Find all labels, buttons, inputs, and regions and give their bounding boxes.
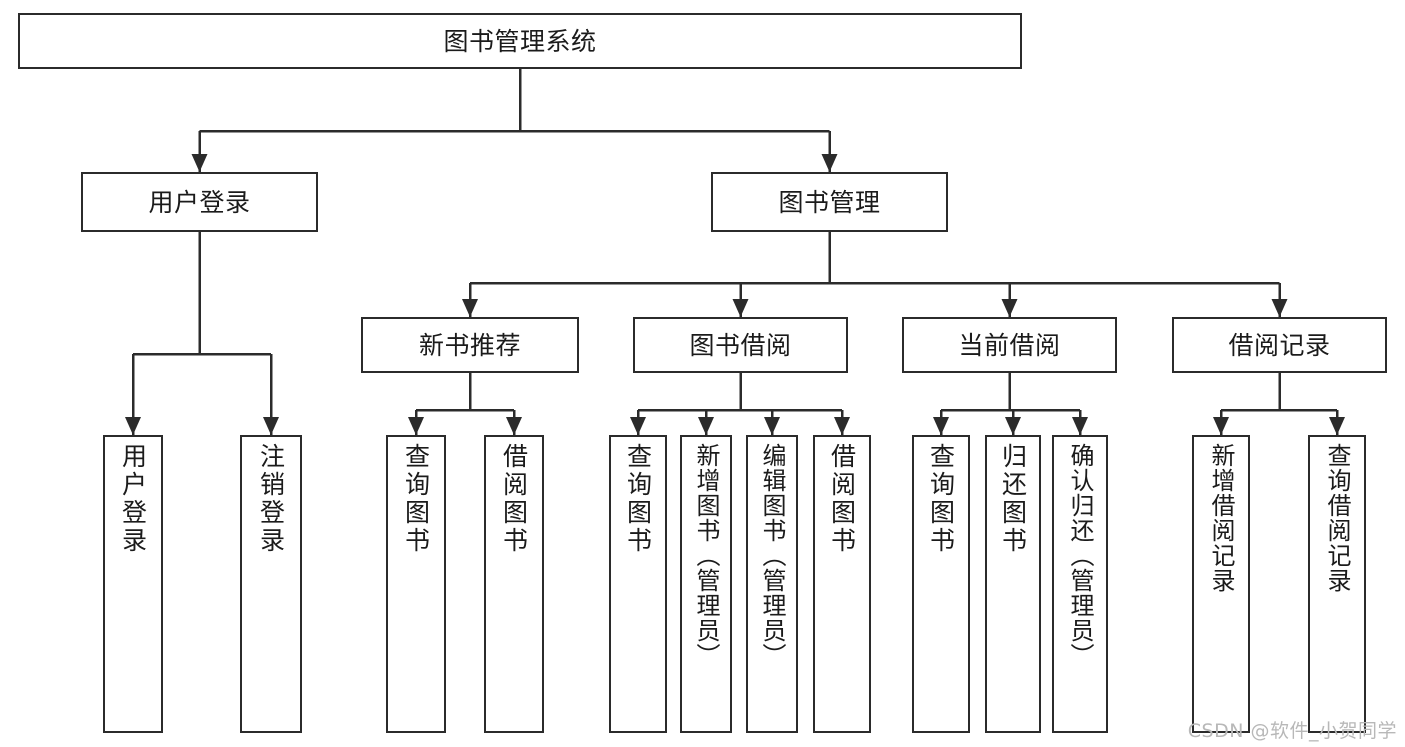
node-label: 归还图书	[998, 443, 1028, 555]
node-label: 用户登录	[118, 443, 148, 555]
leaf-user-logout[interactable]: 注销登录	[240, 435, 302, 733]
node-label: 查询图书	[401, 443, 431, 555]
leaf-borrow-lend-book[interactable]: 借阅图书	[813, 435, 871, 733]
node-label: 确认归还（管理员）	[1066, 443, 1094, 668]
leaf-current-query-book[interactable]: 查询图书	[912, 435, 970, 733]
leaf-query-borrow-record[interactable]: 查询借阅记录	[1308, 435, 1366, 733]
leaf-borrow-query-book[interactable]: 查询图书	[609, 435, 667, 733]
leaf-recommend-query-book[interactable]: 查询图书	[386, 435, 446, 733]
node-book-borrow[interactable]: 图书借阅	[633, 317, 848, 373]
node-label: 新增借阅记录	[1207, 443, 1235, 593]
node-borrow-record[interactable]: 借阅记录	[1172, 317, 1387, 373]
node-label: 注销登录	[256, 443, 286, 555]
leaf-borrow-add-book-admin[interactable]: 新增图书（管理员）	[680, 435, 732, 733]
leaf-recommend-borrow-book[interactable]: 借阅图书	[484, 435, 544, 733]
node-label: 查询借阅记录	[1323, 443, 1351, 593]
node-current-borrow[interactable]: 当前借阅	[902, 317, 1117, 373]
leaf-user-login[interactable]: 用户登录	[103, 435, 163, 733]
node-label: 用户登录	[148, 187, 251, 217]
node-label: 图书管理系统	[443, 26, 597, 56]
node-label: 借阅记录	[1228, 330, 1331, 360]
leaf-current-return-book[interactable]: 归还图书	[985, 435, 1041, 733]
node-label: 当前借阅	[958, 330, 1061, 360]
node-root-book-management-system[interactable]: 图书管理系统	[18, 13, 1022, 69]
node-label: 查询图书	[926, 443, 956, 555]
node-label: 借阅图书	[827, 443, 857, 555]
node-label: 新书推荐	[418, 330, 521, 360]
node-label: 新增图书（管理员）	[692, 443, 720, 668]
node-label: 图书借阅	[689, 330, 792, 360]
node-book-management[interactable]: 图书管理	[711, 172, 948, 232]
leaf-borrow-edit-book-admin[interactable]: 编辑图书（管理员）	[746, 435, 798, 733]
node-label: 借阅图书	[499, 443, 529, 555]
node-label: 图书管理	[778, 187, 881, 217]
leaf-add-borrow-record[interactable]: 新增借阅记录	[1192, 435, 1250, 733]
node-label: 编辑图书（管理员）	[758, 443, 786, 668]
watermark: CSDN @软件_小贺同学	[1187, 720, 1397, 742]
leaf-current-confirm-return-admin[interactable]: 确认归还（管理员）	[1052, 435, 1108, 733]
node-new-book-recommendation[interactable]: 新书推荐	[361, 317, 579, 373]
node-user-login[interactable]: 用户登录	[81, 172, 318, 232]
node-label: 查询图书	[623, 443, 653, 555]
